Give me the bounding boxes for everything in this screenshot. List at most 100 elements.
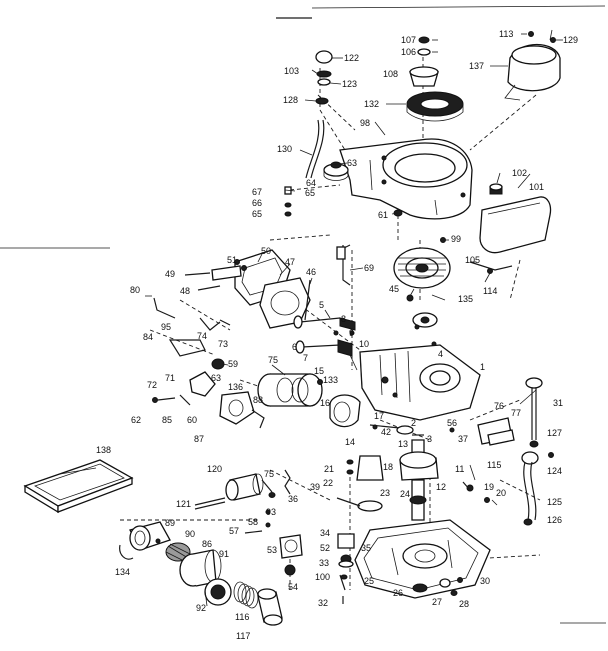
part-number-113: 113 bbox=[499, 29, 513, 39]
part-number-48: 48 bbox=[180, 286, 190, 296]
part-number-34: 34 bbox=[320, 528, 330, 538]
owners-manual bbox=[23, 459, 134, 514]
part-number-42: 42 bbox=[381, 427, 391, 437]
dipstick-assembly bbox=[521, 377, 554, 526]
part-number-74: 74 bbox=[197, 331, 207, 341]
part-number-19: 19 bbox=[484, 482, 494, 492]
part-number-87: 87 bbox=[194, 434, 204, 444]
part-number-95: 95 bbox=[161, 322, 171, 332]
part-number-121: 121 bbox=[176, 499, 191, 509]
part-number-58: 58 bbox=[248, 517, 258, 527]
part-number-15: 15 bbox=[314, 366, 324, 376]
leader-lines bbox=[221, 33, 563, 506]
corner-line-top-right bbox=[311, 5, 606, 9]
crankcase-parts bbox=[369, 424, 455, 435]
part-number-117: 117 bbox=[236, 631, 250, 641]
part-number-66: 66 bbox=[252, 198, 262, 208]
drain-plug-parts bbox=[412, 577, 463, 596]
part-number-76: 76 bbox=[494, 401, 504, 411]
part-number-100: 100 bbox=[315, 572, 330, 582]
part-number-63a: 63 bbox=[347, 158, 357, 168]
filter-spring bbox=[233, 581, 259, 609]
part-number-7: 7 bbox=[303, 353, 308, 363]
fuel-pump-parts bbox=[244, 522, 303, 576]
part-number-84: 84 bbox=[143, 332, 153, 342]
part-number-75a: 75 bbox=[268, 355, 278, 365]
part-number-26: 26 bbox=[393, 588, 403, 598]
part-number-67: 67 bbox=[252, 187, 262, 197]
part-number-59: 59 bbox=[228, 359, 238, 369]
part-number-88: 88 bbox=[253, 395, 263, 405]
part-number-134: 134 bbox=[115, 567, 130, 577]
breather-plate bbox=[477, 417, 515, 446]
part-number-136: 136 bbox=[228, 382, 243, 392]
part-number-3: 3 bbox=[427, 434, 432, 444]
part-number-120: 120 bbox=[207, 464, 222, 474]
part-number-6: 6 bbox=[292, 342, 297, 352]
governor-spring-parts bbox=[261, 469, 291, 515]
part-number-30: 30 bbox=[480, 576, 490, 586]
part-number-1: 1 bbox=[480, 362, 485, 372]
part-number-5: 5 bbox=[319, 300, 324, 310]
governor-gear-parts bbox=[337, 533, 355, 604]
screw-stack-67 bbox=[284, 186, 292, 217]
part-number-45: 45 bbox=[389, 284, 399, 294]
part-number-99: 99 bbox=[451, 234, 461, 244]
part-number-27: 27 bbox=[432, 597, 442, 607]
part-number-25: 25 bbox=[364, 576, 374, 586]
part-number-106: 106 bbox=[401, 47, 416, 57]
part-number-65a: 65 bbox=[305, 188, 315, 198]
throttle-linkage bbox=[145, 295, 176, 319]
ignition-bracket bbox=[336, 244, 351, 286]
part-number-73: 73 bbox=[218, 339, 228, 349]
part-number-28: 28 bbox=[459, 599, 469, 609]
part-number-122: 122 bbox=[344, 53, 359, 63]
part-number-24: 24 bbox=[400, 489, 410, 499]
air-cleaner-hardware bbox=[409, 36, 439, 87]
flywheel bbox=[393, 247, 451, 347]
part-number-101: 101 bbox=[529, 182, 544, 192]
part-number-49: 49 bbox=[165, 269, 175, 279]
part-number-32: 32 bbox=[318, 598, 328, 608]
muffler bbox=[257, 373, 323, 407]
part-number-102: 102 bbox=[512, 168, 527, 178]
part-number-23: 23 bbox=[380, 488, 390, 498]
connecting-rod bbox=[336, 455, 384, 512]
part-number-57: 57 bbox=[229, 526, 239, 536]
part-number-54: 54 bbox=[288, 582, 298, 592]
part-number-8: 8 bbox=[341, 314, 346, 324]
part-number-16: 16 bbox=[320, 398, 330, 408]
part-number-137: 137 bbox=[469, 61, 484, 71]
part-number-77: 77 bbox=[511, 408, 521, 418]
muffler-cap bbox=[204, 578, 232, 607]
air-filter-element bbox=[406, 91, 464, 122]
fuel-cap-stack bbox=[305, 50, 333, 179]
part-number-35: 35 bbox=[361, 543, 371, 553]
part-number-124: 124 bbox=[547, 466, 562, 476]
part-number-132: 132 bbox=[364, 99, 379, 109]
part-number-9: 9 bbox=[349, 328, 354, 338]
part-number-126: 126 bbox=[547, 515, 562, 525]
part-number-14: 14 bbox=[345, 437, 355, 447]
air-cleaner-cover bbox=[504, 29, 561, 101]
carburetor bbox=[189, 358, 265, 429]
part-number-21: 21 bbox=[324, 464, 334, 474]
part-number-105: 105 bbox=[465, 255, 480, 265]
part-number-65b: 65 bbox=[252, 209, 262, 219]
part-number-46: 46 bbox=[306, 267, 316, 277]
part-number-133: 133 bbox=[323, 375, 338, 385]
part-number-62: 62 bbox=[131, 415, 141, 425]
part-number-128: 128 bbox=[283, 95, 298, 105]
screw-133 bbox=[317, 379, 323, 385]
part-number-47: 47 bbox=[285, 257, 295, 267]
part-number-11: 11 bbox=[455, 464, 464, 474]
air-intake-elbow bbox=[119, 521, 171, 560]
part-number-127: 127 bbox=[547, 428, 562, 438]
part-number-71: 71 bbox=[165, 373, 175, 383]
part-number-91: 91 bbox=[219, 549, 229, 559]
part-number-13: 13 bbox=[398, 439, 408, 449]
part-number-53: 53 bbox=[267, 545, 277, 555]
part-number-51: 51 bbox=[227, 255, 237, 265]
